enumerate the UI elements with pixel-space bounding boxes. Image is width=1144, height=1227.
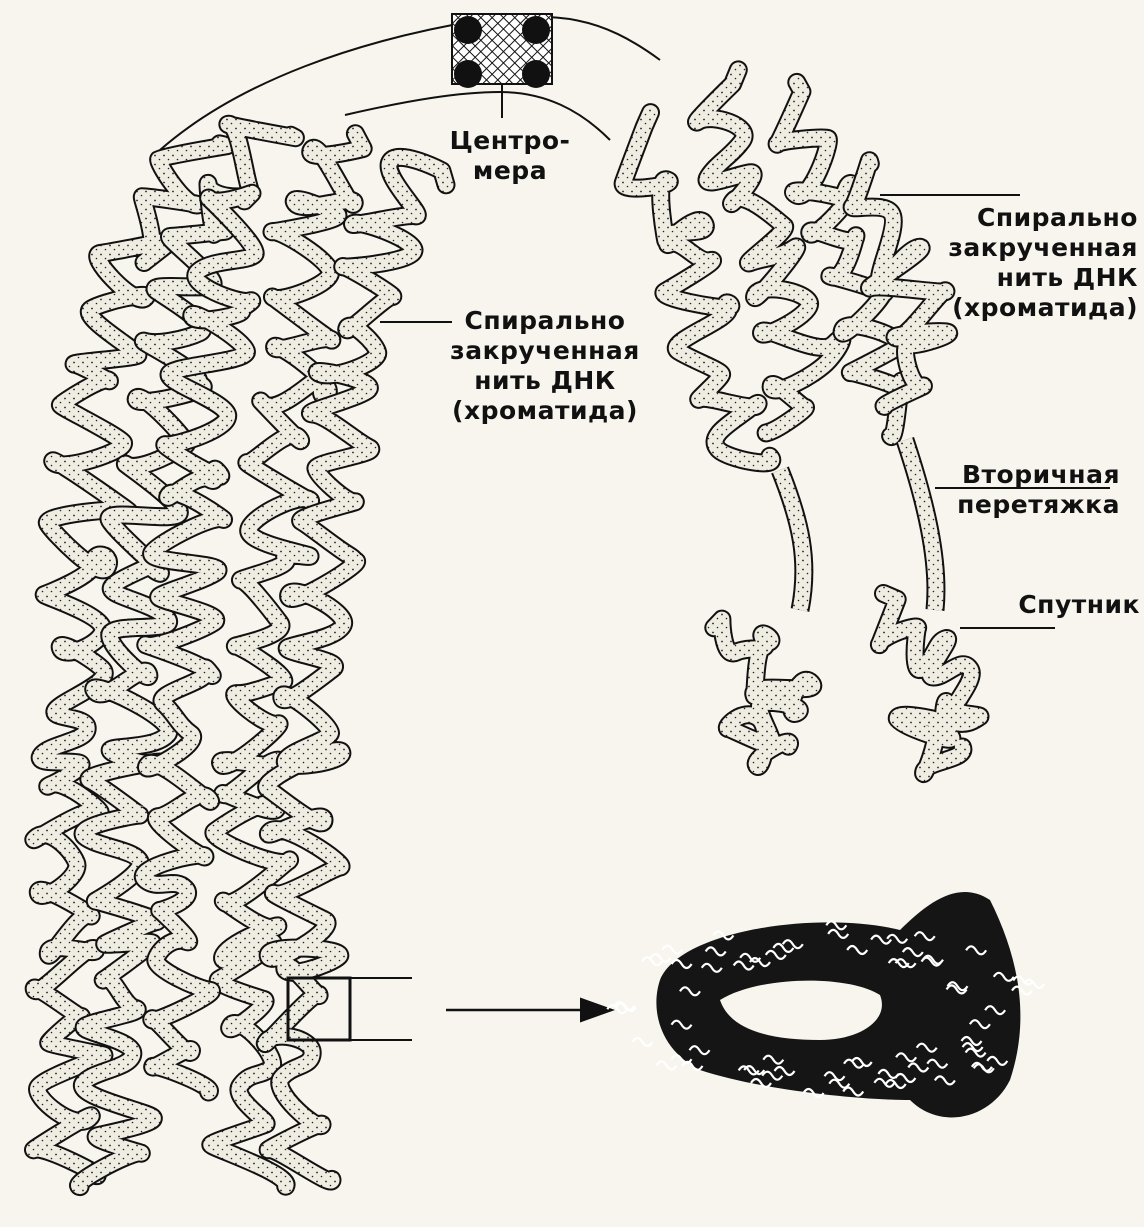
centromere-icon xyxy=(452,14,552,118)
dense-chromatin-highlight xyxy=(642,957,662,965)
dense-chromatin-highlight xyxy=(651,954,671,962)
magnified-region xyxy=(288,978,610,1040)
dense-chromatin-detail xyxy=(607,892,1044,1117)
label-centromere: Центро- мера xyxy=(440,126,580,186)
dense-chromatin-highlight xyxy=(662,946,682,954)
label-secondary-constriction: Вторичная перетяжка xyxy=(920,460,1120,520)
dense-chromatin-highlight xyxy=(657,1061,677,1069)
dense-chromatin-highlight xyxy=(632,1038,652,1046)
chromatin-fibers xyxy=(34,70,980,1187)
label-satellite: Спутник xyxy=(960,590,1140,620)
label-chromatid-right: Спирально закрученная нить ДНК (хроматид… xyxy=(910,203,1138,323)
label-chromatid-left: Спирально закрученная нить ДНК (хроматид… xyxy=(440,306,650,426)
satellite-fiber-1 xyxy=(879,594,980,774)
